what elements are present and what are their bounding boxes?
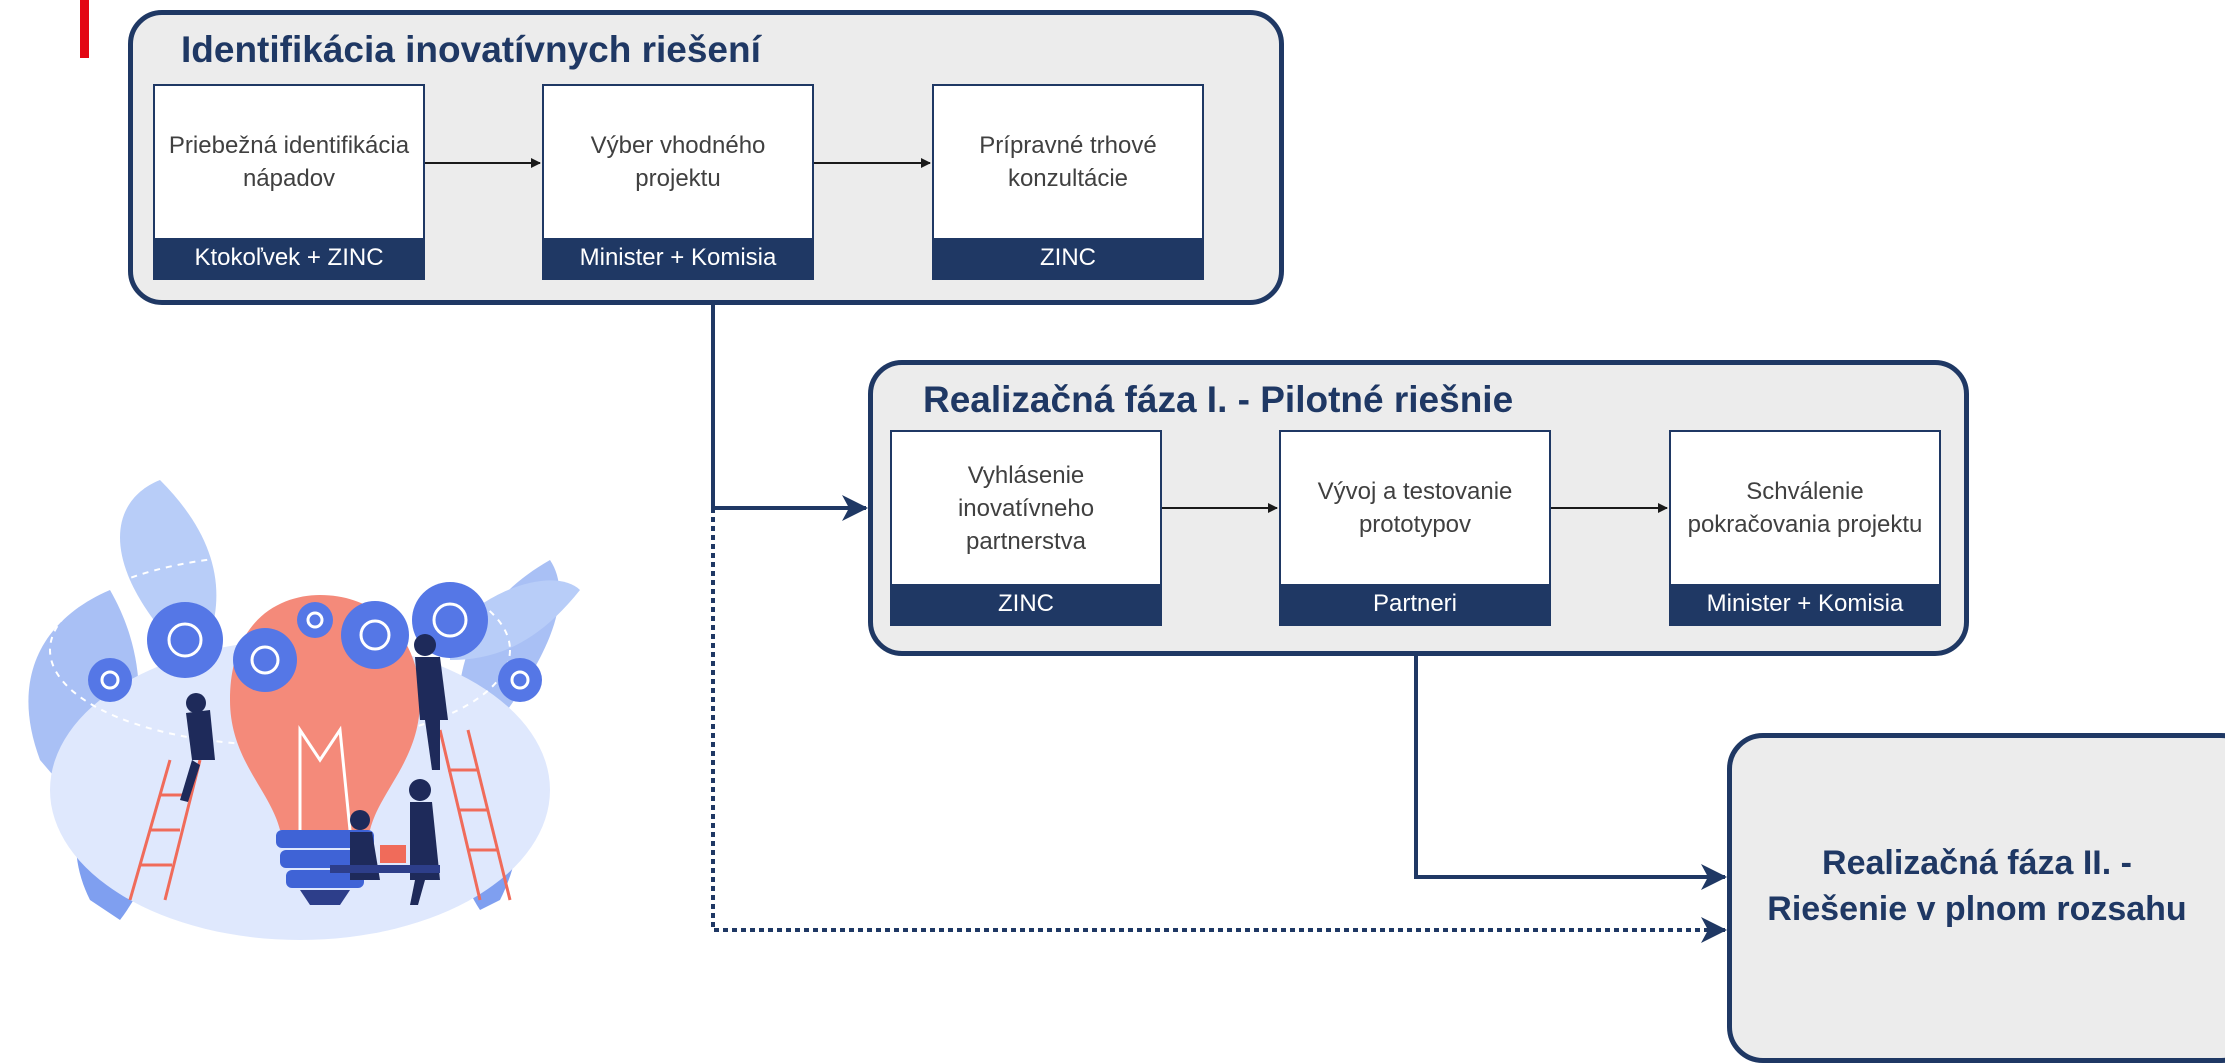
connector-phase2-final xyxy=(1414,656,1727,890)
step-continuation-approval: Schválenie pokračovania projektu Ministe… xyxy=(1669,430,1941,626)
step-text: Vývoj a testovanie prototypov xyxy=(1317,478,1513,538)
phase-title: Realizačná fáza I. - Pilotné riešnie xyxy=(923,379,1514,420)
step-prototype-development: Vývoj a testovanie prototypov Partneri xyxy=(1279,430,1551,626)
diagram-overlay xyxy=(28,158,1727,943)
phase-title: Realizačná fáza II. - Riešenie v plnom r… xyxy=(1732,840,2222,932)
step-actor: Partneri xyxy=(1281,584,1549,624)
connector-phase1-final-dotted xyxy=(711,508,1727,943)
step-text: Výber vhodného projektu xyxy=(590,132,766,192)
step-partnership-announcement: Vyhlásenie inovatívneho partnerstva ZINC xyxy=(890,430,1162,626)
innovation-illustration xyxy=(28,480,580,940)
step-text: Prípravné trhové konzultácie xyxy=(979,132,1157,192)
step-market-consultation: Prípravné trhové konzultácie ZINC xyxy=(932,84,1204,280)
accent-mark xyxy=(80,0,89,58)
step-text: Priebežná identifikácia nápadov xyxy=(168,132,410,192)
step-actor: ZINC xyxy=(934,238,1202,278)
title-line-1: Realizačná fáza II. - xyxy=(1822,844,2132,882)
connector-phase1-phase2 xyxy=(711,305,868,521)
step-actor: Minister + Komisia xyxy=(544,238,812,278)
step-text: Vyhlásenie inovatívneho partnerstva xyxy=(957,461,1095,555)
step-text: Schválenie pokračovania projektu xyxy=(1687,478,1923,538)
step-actor: Ktokoľvek + ZINC xyxy=(155,238,423,278)
title-line-2: Riešenie v plnom rozsahu xyxy=(1767,890,2187,928)
step-project-selection: Výber vhodného projektu Minister + Komis… xyxy=(542,84,814,280)
step-actor: ZINC xyxy=(892,584,1160,624)
phase-title: Identifikácia inovatívnych riešení xyxy=(181,29,761,70)
step-actor: Minister + Komisia xyxy=(1671,584,1939,624)
step-idea-identification: Priebežná identifikácia nápadov Ktokoľve… xyxy=(153,84,425,280)
